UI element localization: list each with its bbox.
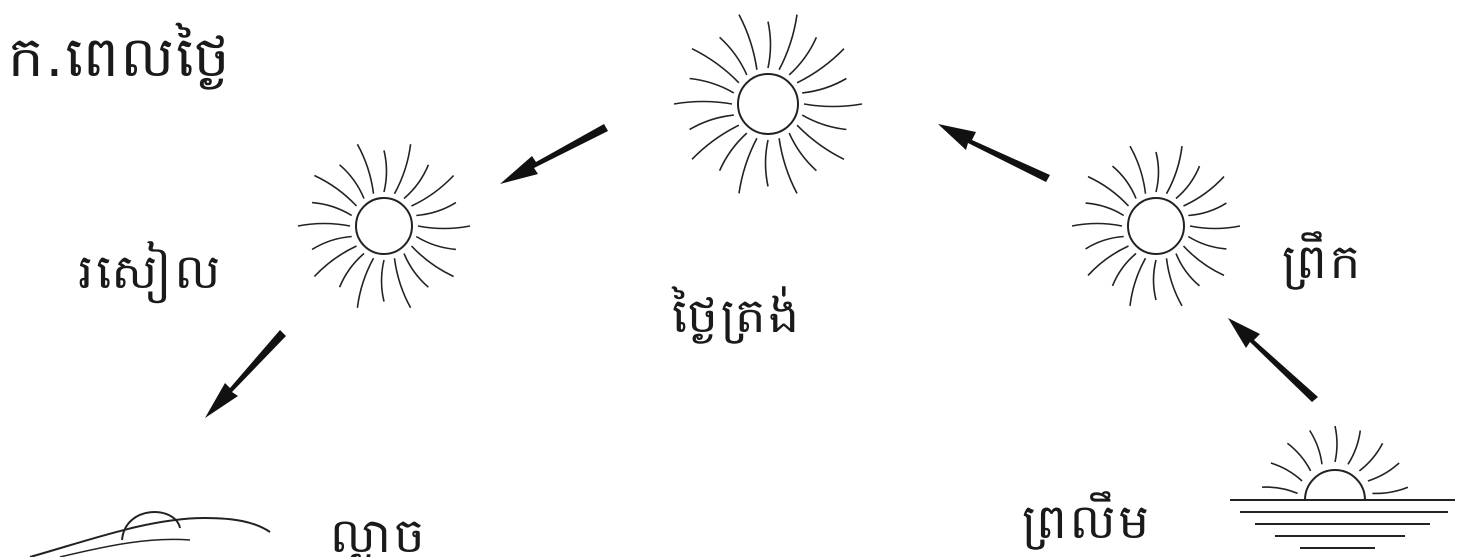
arrow-noon-to-afternoon — [500, 124, 608, 184]
sun-ray — [312, 203, 352, 216]
sun-ray — [1359, 443, 1382, 471]
afternoon-label: រសៀល — [78, 248, 223, 296]
sun-ray — [1348, 431, 1360, 465]
sun-ray — [1130, 146, 1146, 194]
sun-ray — [1184, 246, 1225, 275]
sun-ray — [416, 237, 456, 250]
noon-sun-icon — [674, 15, 862, 194]
sun-ray — [779, 15, 797, 70]
sun-ray — [768, 22, 771, 68]
sun-ray — [797, 49, 844, 83]
sun-ray — [674, 102, 732, 105]
sun-ray — [312, 237, 352, 250]
dawn-label: ព្រលឹម — [1022, 498, 1152, 546]
sun-ray — [314, 176, 356, 207]
sun-ray — [404, 165, 428, 199]
sun-ray — [690, 79, 734, 93]
sun-ray — [739, 15, 757, 70]
sun-ray — [1088, 246, 1129, 275]
sun-ray — [797, 125, 844, 159]
sun-ray — [692, 49, 739, 83]
sun-ray — [1262, 487, 1298, 493]
rising-sun-icon — [1230, 426, 1455, 548]
sun-ray — [804, 104, 862, 107]
sun-ray — [298, 224, 350, 227]
sun-ray — [690, 115, 734, 129]
arrow-dawn-to-morning — [1228, 318, 1318, 402]
sun-ray — [412, 176, 454, 207]
sun-ray — [382, 260, 385, 302]
sun-ray — [692, 125, 739, 159]
sun-ray — [1176, 166, 1200, 198]
sun-ray — [395, 258, 411, 308]
sun-ray — [1372, 487, 1408, 493]
sun-ray — [779, 138, 797, 193]
sun-ray — [418, 226, 470, 229]
afternoon-sun-icon — [298, 144, 470, 308]
sun-ray — [384, 150, 387, 192]
sun-ray — [802, 115, 846, 129]
noon-label: ថ្ងៃត្រង់ — [672, 292, 802, 340]
sun-ray — [1310, 431, 1322, 465]
sun-ray — [1167, 146, 1183, 194]
sun-ray — [739, 138, 757, 193]
sun-ray — [802, 79, 846, 93]
sun-ray — [1184, 177, 1225, 206]
sun-ray — [1190, 226, 1240, 229]
sun-ray — [1271, 463, 1302, 481]
sun-ray — [395, 144, 411, 194]
arrow-morning-to-noon — [938, 124, 1050, 182]
sun-ray — [314, 246, 356, 277]
sun-ray — [412, 246, 454, 277]
sun-ray — [1188, 237, 1226, 249]
sun-ray — [340, 254, 364, 288]
diagram-title: ក.ពេលថ្ងៃ — [8, 30, 231, 86]
sun-ray — [1130, 258, 1146, 306]
sun-ray — [1167, 258, 1183, 306]
sun-ray — [1154, 260, 1157, 300]
arrow-afternoon-to-dusk — [205, 330, 286, 418]
sun-ray — [1156, 152, 1159, 192]
sun-ray — [1072, 224, 1122, 227]
sun-ray — [1287, 443, 1310, 471]
sun-ray — [416, 203, 456, 216]
morning-label: ព្រឹក — [1282, 238, 1363, 286]
sun-ray — [1086, 237, 1124, 249]
sun-ray — [1086, 203, 1124, 215]
sun-ray — [789, 37, 816, 75]
dusk-label: ល្ងាច — [330, 512, 427, 557]
sun-ray — [357, 144, 373, 194]
sun-ray — [1188, 203, 1226, 215]
morning-sun-icon — [1072, 146, 1240, 306]
sun-ray — [1368, 463, 1399, 481]
sun-ray — [1335, 426, 1337, 462]
sun-ray — [1113, 254, 1137, 286]
sun-ray — [1088, 177, 1129, 206]
sun-ray — [720, 133, 747, 171]
sun-ray — [357, 258, 373, 308]
setting-sun-icon — [30, 512, 270, 557]
sun-ray — [766, 140, 769, 186]
